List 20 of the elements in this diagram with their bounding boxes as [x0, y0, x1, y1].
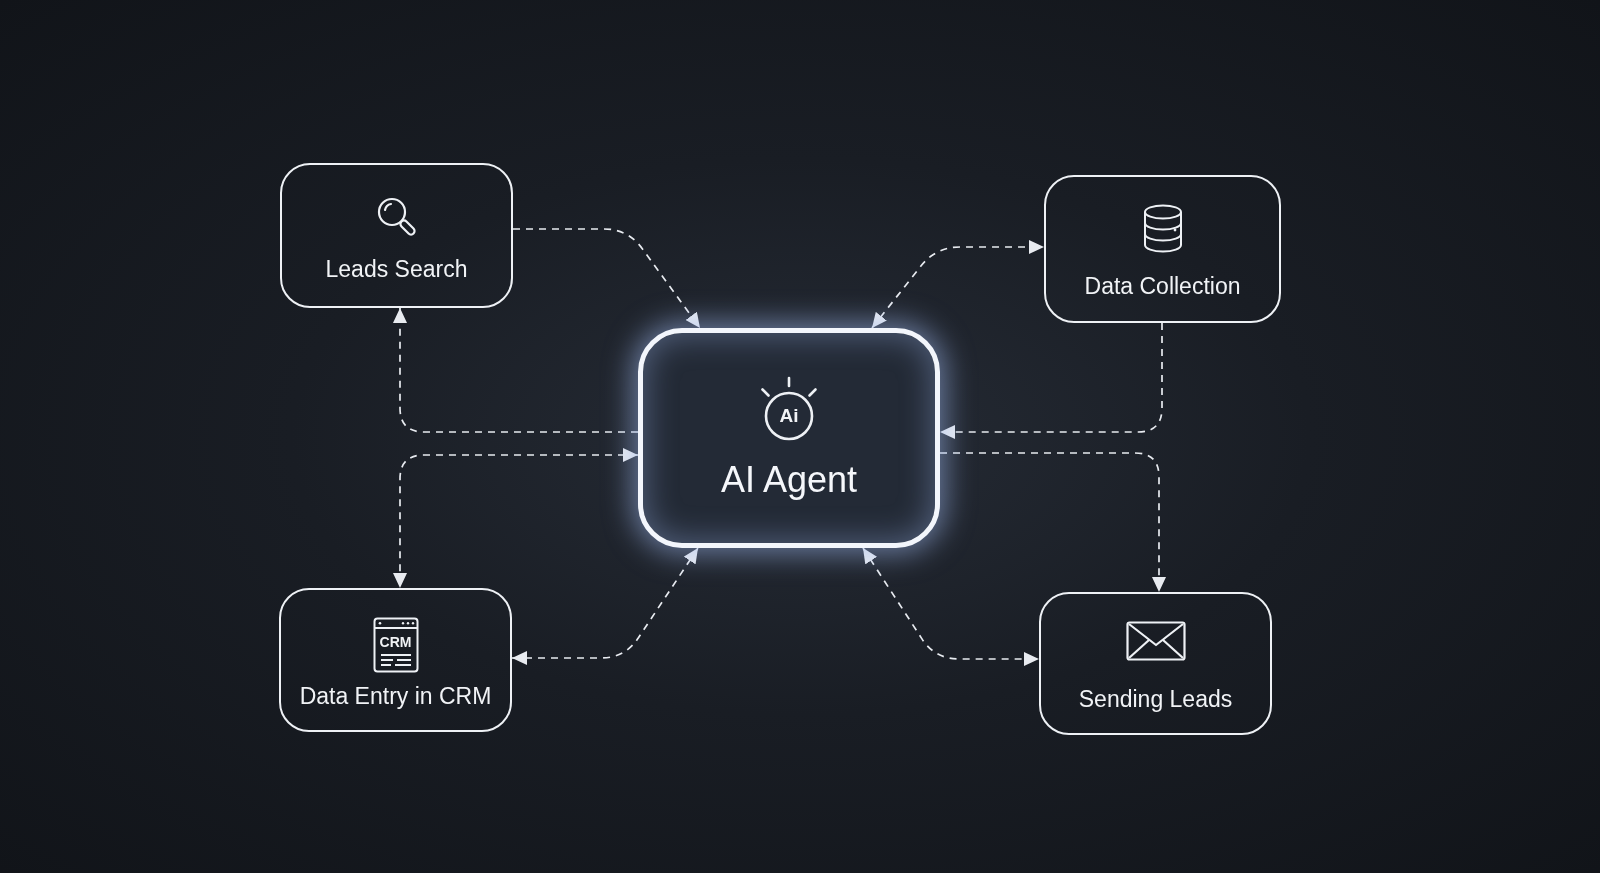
dashed-arrow	[871, 240, 1045, 329]
node-label: Sending Leads	[1077, 685, 1234, 713]
agent-box	[638, 328, 940, 548]
icon-label: Ai	[779, 405, 799, 427]
dashed-arrow	[512, 228, 701, 329]
icon-label: CRM	[379, 633, 412, 650]
node-label: Data Collection	[1083, 273, 1242, 300]
dashed-arrow	[393, 448, 639, 589]
process-box	[280, 163, 513, 308]
dashed-arrow	[939, 452, 1166, 593]
node-label: Data Entry in CRM	[298, 682, 493, 710]
process-box	[1039, 592, 1272, 735]
process-box	[279, 588, 512, 732]
node-label: Leads Search	[324, 255, 469, 283]
dashed-arrow	[862, 547, 1040, 666]
dashed-arrow	[939, 322, 1163, 439]
dashed-arrow	[393, 307, 639, 433]
process-box	[1044, 175, 1281, 323]
dashed-arrow	[511, 547, 699, 665]
node-label: AI Agent	[719, 459, 859, 501]
